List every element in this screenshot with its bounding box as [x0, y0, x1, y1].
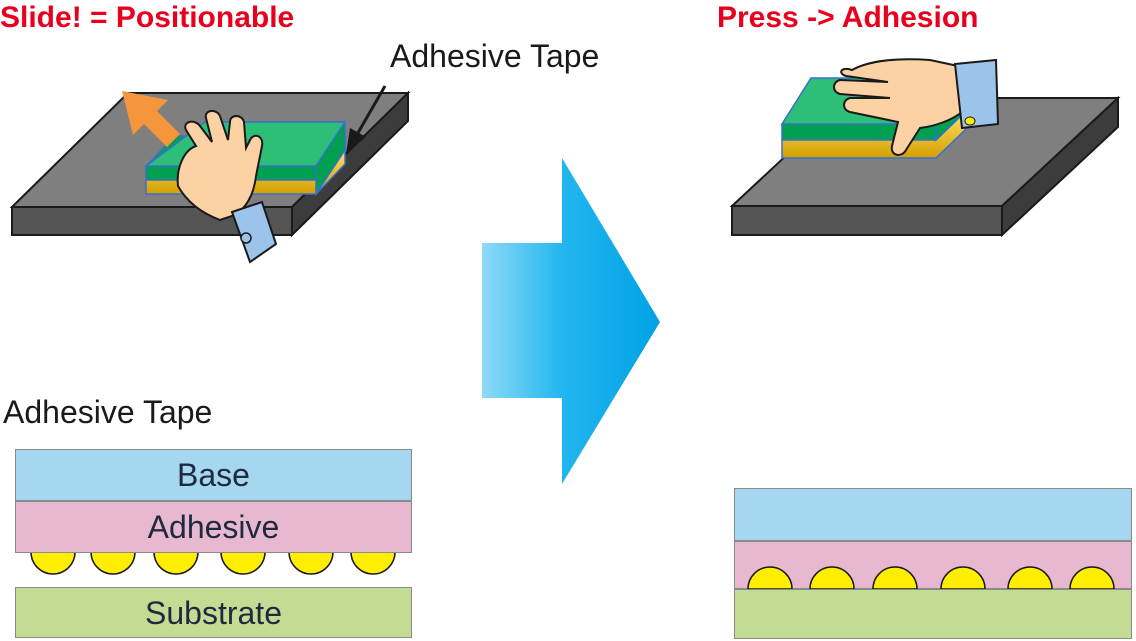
layer-base: Base	[15, 449, 412, 501]
title-press-adhesion: Press -> Adhesion	[717, 1, 979, 34]
label-adhesive-tape-pointer: Adhesive Tape	[390, 38, 600, 74]
title-slide-positionable: Slide! = Positionable	[0, 1, 295, 34]
layer-substrate-pressed	[734, 589, 1132, 639]
adhesive-beads-right	[747, 566, 1115, 590]
pointer-arrow-icon	[346, 85, 387, 154]
hand-icon	[833, 58, 1000, 156]
move-arrow-icon	[122, 91, 180, 147]
hand-icon	[176, 110, 278, 264]
process-arrow-icon	[482, 158, 660, 484]
layer-substrate: Substrate	[15, 587, 412, 638]
layer-adhesive: Adhesive	[15, 501, 412, 553]
adhesive-beads-left	[30, 551, 396, 575]
layer-base-pressed	[734, 488, 1132, 541]
label-adhesive-tape-cross-section: Adhesive Tape	[3, 394, 213, 430]
